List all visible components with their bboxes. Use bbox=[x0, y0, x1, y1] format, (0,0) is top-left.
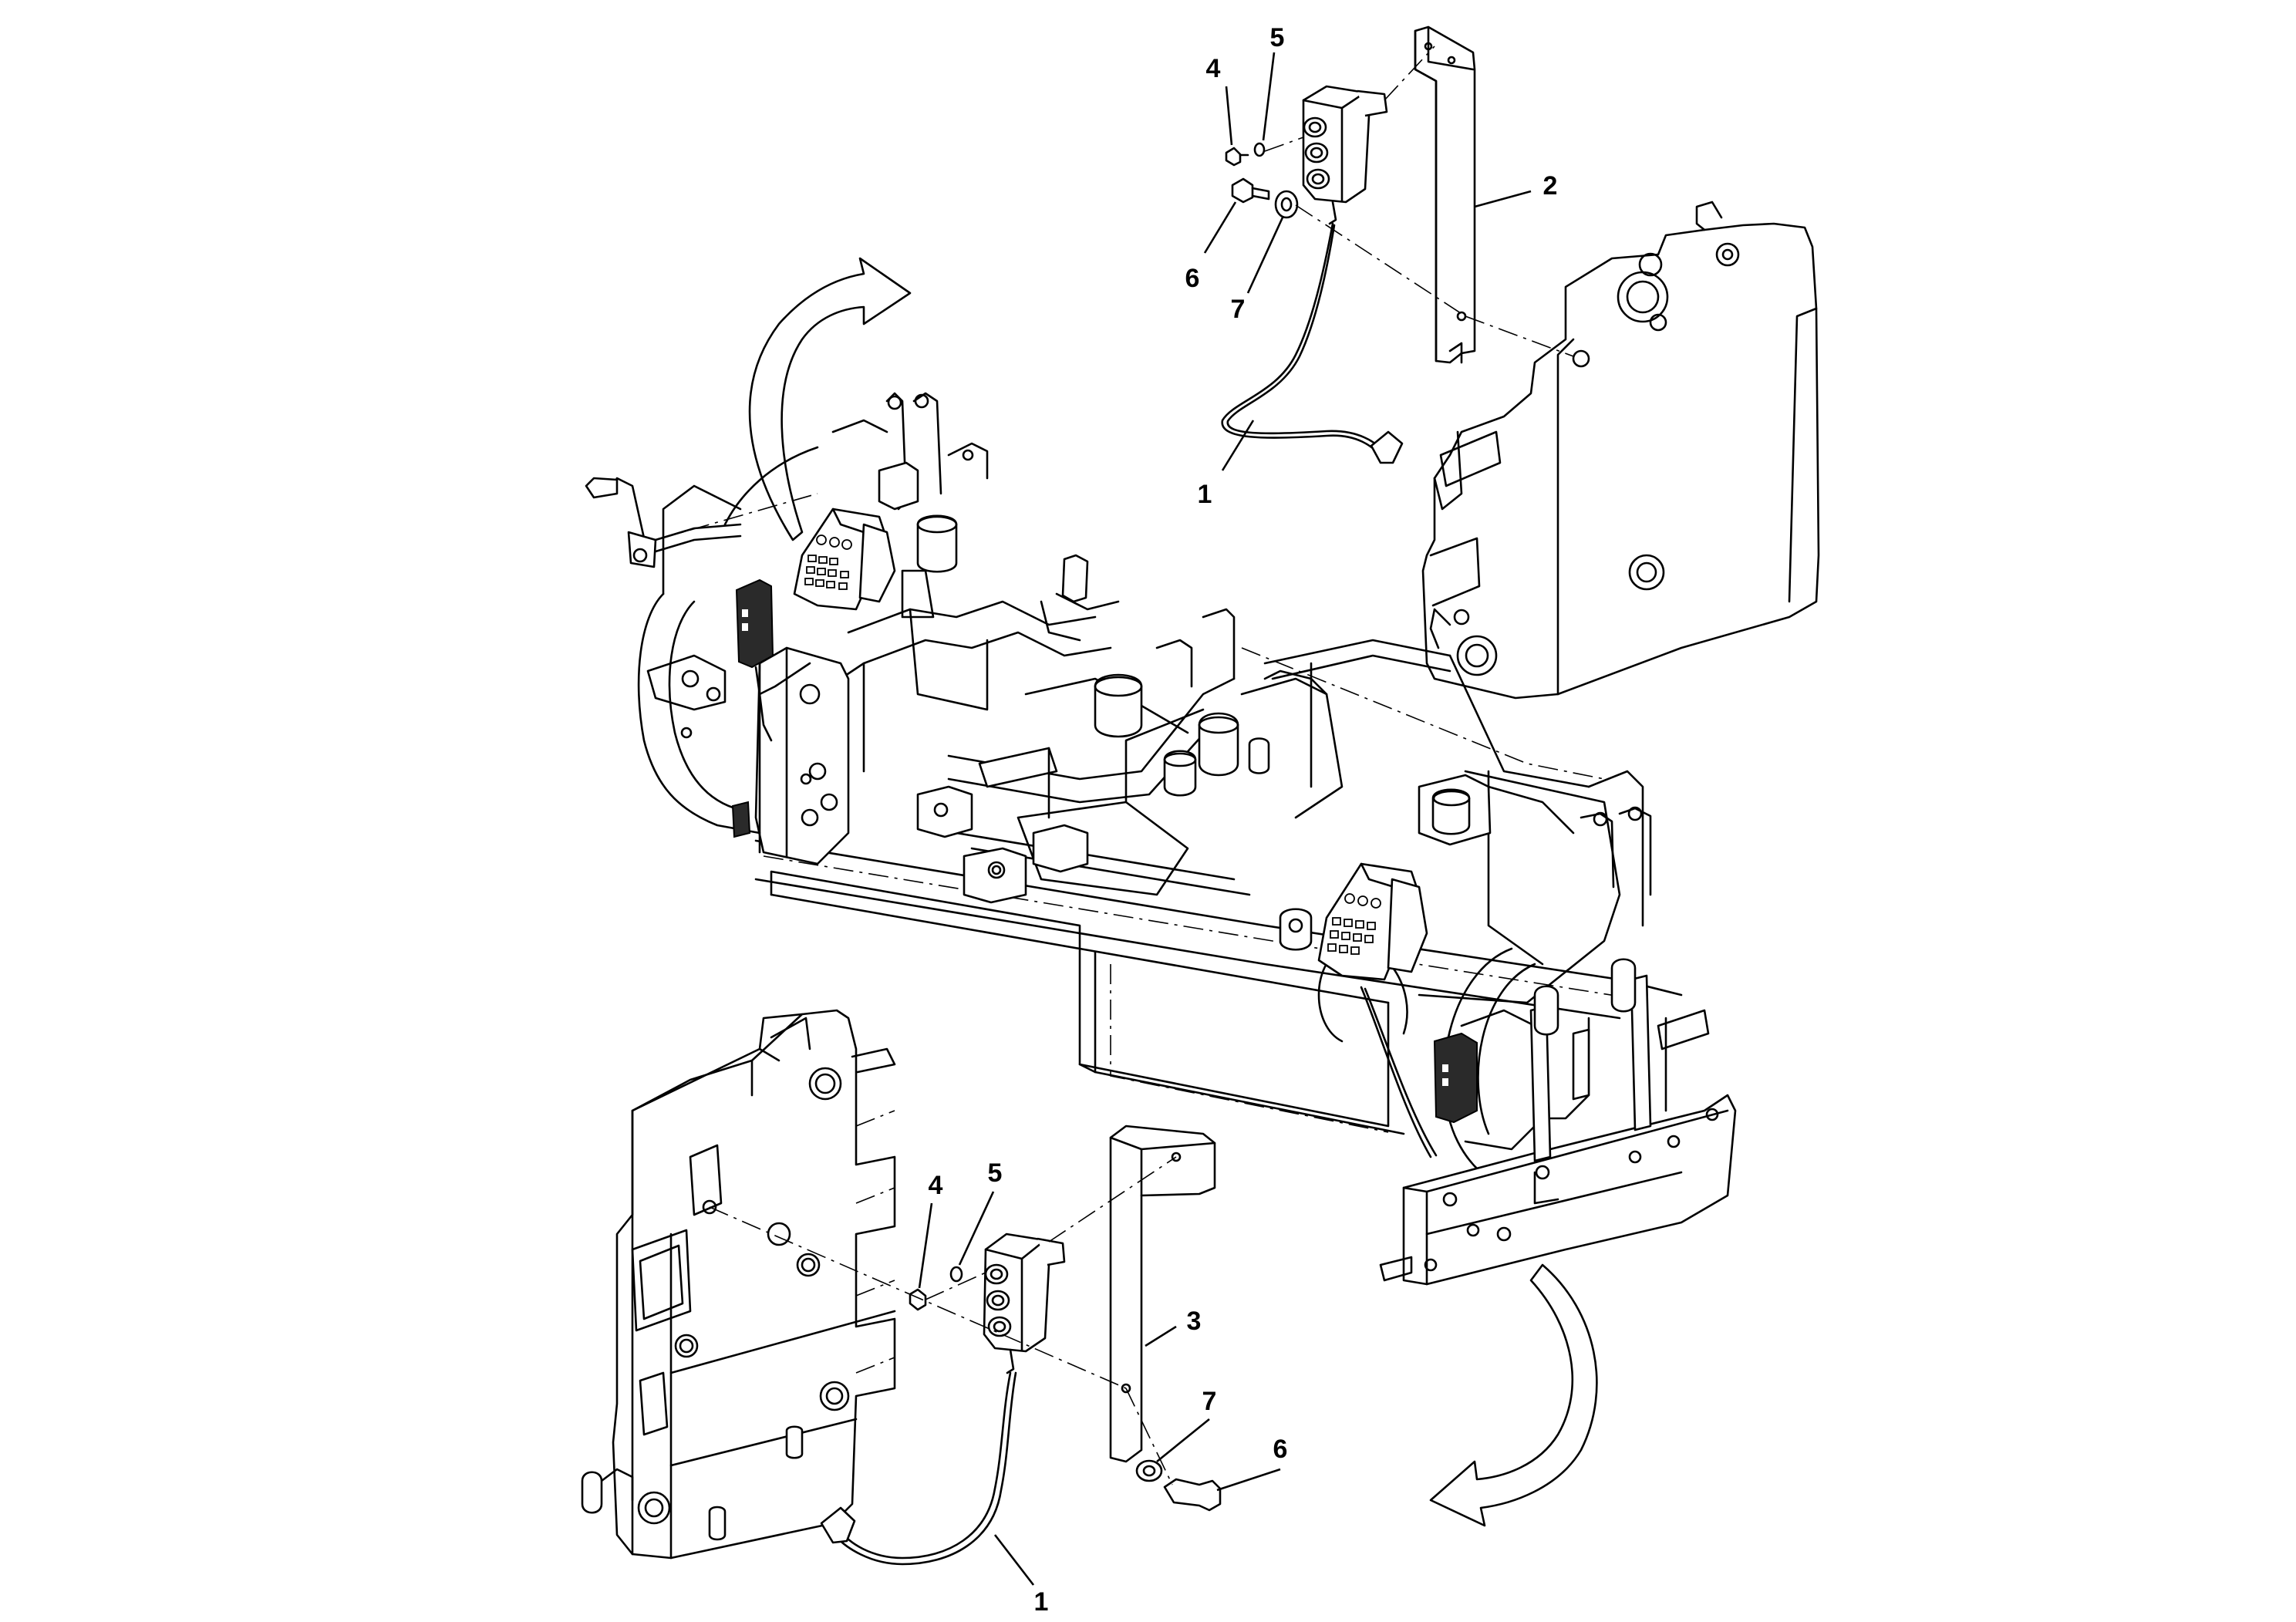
top-switch-box bbox=[1221, 85, 1404, 464]
left-remote-switch bbox=[731, 578, 811, 838]
bottom-callouts: 4 5 3 7 6 1 bbox=[918, 1158, 1288, 1617]
bottom-side-plate bbox=[581, 1009, 896, 1560]
callout-bottom-5: 5 bbox=[988, 1158, 1003, 1188]
bottom-washer-5 bbox=[949, 1266, 963, 1283]
top-bolt-6 bbox=[1231, 177, 1254, 204]
bottom-switch-box bbox=[820, 1233, 1066, 1566]
callout-top-1: 1 bbox=[1198, 480, 1212, 509]
top-washer-7 bbox=[1274, 190, 1299, 219]
callout-top-6: 6 bbox=[1185, 264, 1200, 293]
bracket-2 bbox=[1414, 25, 1476, 364]
callout-top-4: 4 bbox=[1206, 54, 1221, 83]
top-alignment-lines bbox=[1264, 46, 1574, 357]
bottom-screw-4 bbox=[909, 1288, 927, 1311]
callout-bottom-1: 1 bbox=[1034, 1587, 1049, 1617]
bottom-bolt-6 bbox=[1163, 1478, 1222, 1512]
bracket-3 bbox=[1109, 1125, 1216, 1463]
top-washer-5 bbox=[1253, 142, 1266, 157]
callout-top-2: 2 bbox=[1543, 171, 1558, 201]
left-control-panel bbox=[793, 508, 896, 611]
curved-arrow-lower bbox=[1429, 1263, 1598, 1527]
bottom-washer-7 bbox=[1135, 1459, 1163, 1482]
top-screw-4 bbox=[1225, 147, 1242, 167]
callout-bottom-6: 6 bbox=[1273, 1435, 1288, 1464]
right-remote-switch bbox=[1360, 986, 1478, 1158]
bottom-alignment-lines bbox=[709, 1110, 1177, 1485]
top-side-plate bbox=[1421, 201, 1820, 700]
bottom-detail-assembly: 4 5 3 7 6 1 bbox=[581, 1009, 1288, 1617]
right-lower-plate bbox=[1379, 958, 1737, 1286]
callout-top-5: 5 bbox=[1270, 23, 1285, 52]
bottom-hardware bbox=[909, 1266, 1222, 1512]
top-detail-assembly: 4 5 2 6 7 1 bbox=[1185, 23, 1820, 700]
right-control-panel bbox=[1279, 862, 1428, 981]
main-machine-frame bbox=[585, 392, 1737, 1286]
top-hardware bbox=[1225, 142, 1299, 219]
top-callouts: 4 5 2 6 7 1 bbox=[1185, 23, 1558, 509]
callout-bottom-3: 3 bbox=[1187, 1307, 1202, 1336]
curved-arrow-upper bbox=[748, 257, 912, 541]
callout-bottom-4: 4 bbox=[929, 1171, 943, 1200]
callout-bottom-7: 7 bbox=[1202, 1387, 1217, 1416]
callout-top-7: 7 bbox=[1231, 295, 1246, 324]
